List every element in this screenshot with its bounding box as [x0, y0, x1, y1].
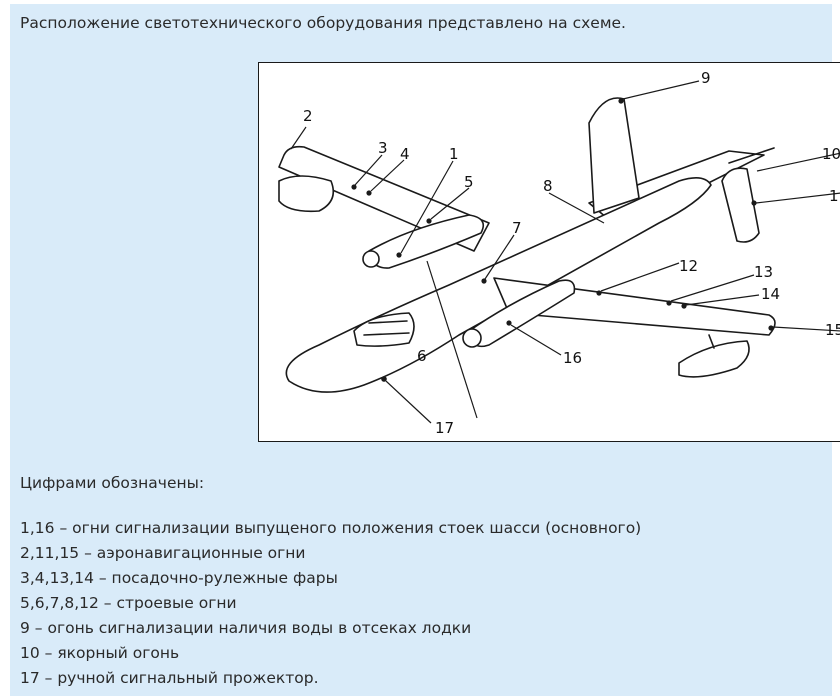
leader-10: [756, 152, 840, 172]
callout-16: 16: [563, 349, 582, 367]
legend-item: 2,11,15 – аэронавигационные огни: [20, 544, 306, 562]
light-4: [366, 190, 372, 196]
left-float: [278, 175, 335, 213]
leader-4: [370, 159, 405, 192]
callout-12: 12: [679, 257, 698, 275]
legend-item: 10 – якорный огонь: [20, 644, 180, 662]
legend-item: 1,16 – огни сигнализации выпущеного поло…: [20, 519, 642, 537]
antenna: [728, 147, 775, 164]
leader-3: [354, 154, 383, 186]
cockpit-frame: [368, 320, 408, 324]
callout-14: 14: [761, 285, 780, 303]
right-engine-nacelle: [468, 279, 576, 348]
light-17: [381, 376, 387, 382]
callout-3: 3: [378, 139, 388, 157]
light-15: [768, 325, 774, 331]
leader-1: [400, 160, 454, 254]
legend-item: 9 – огонь сигнализации наличия воды в от…: [20, 619, 472, 637]
intro-text: Расположение светотехнического оборудова…: [20, 14, 626, 32]
legend-item: 5,6,7,8,12 – строевые огни: [20, 594, 237, 612]
light-11: [751, 200, 757, 206]
callout-10: 10: [822, 145, 840, 163]
leader-11: [755, 192, 840, 204]
callout-6: 6: [417, 347, 427, 365]
callout-7: 7: [512, 219, 522, 237]
callout-1: 1: [449, 145, 459, 163]
right-float-strut: [708, 334, 715, 349]
callout-11: 11: [829, 187, 840, 205]
callout-5: 5: [464, 173, 474, 191]
aircraft-lighting-diagram: 9 2 1 3 4 5 8 10 11 7 12 13 14 15 6 16 1…: [258, 62, 840, 442]
aircraft-drawing: 9 2 1 3 4 5 8 10 11 7 12 13 14 15 6 16 1…: [278, 69, 840, 437]
cockpit-frame: [363, 332, 410, 336]
leader-16: [510, 324, 562, 356]
callout-15: 15: [825, 321, 840, 339]
leader-9: [622, 80, 700, 100]
right-float: [678, 340, 750, 378]
callout-13: 13: [754, 263, 773, 281]
light-3: [351, 184, 357, 190]
left-engine-intake: [362, 250, 380, 268]
legend-item: 3,4,13,14 – посадочно-рулежные фары: [20, 569, 338, 587]
callout-4: 4: [400, 145, 410, 163]
right-fin: [721, 167, 760, 243]
legend-title: Цифрами обозначены:: [20, 474, 205, 492]
light-9: [618, 98, 624, 104]
leader-13: [670, 274, 755, 302]
left-fin: [588, 97, 640, 214]
legend-item: 17 – ручной сигнальный прожектор.: [20, 669, 319, 687]
light-13: [666, 300, 672, 306]
legend-list: 1,16 – огни сигнализации выпущеного поло…: [20, 516, 641, 691]
light-12: [596, 290, 602, 296]
leader-17: [385, 380, 432, 424]
light-7: [481, 278, 487, 284]
leader-12: [600, 262, 680, 292]
light-5: [426, 218, 432, 224]
right-engine-intake: [462, 328, 482, 348]
callout-8: 8: [543, 177, 553, 195]
light-16: [506, 320, 512, 326]
callout-2: 2: [303, 107, 313, 125]
leader-14: [685, 294, 760, 306]
callout-9: 9: [701, 69, 711, 87]
cockpit: [353, 312, 415, 347]
leader-15: [772, 326, 840, 332]
callout-17: 17: [435, 419, 454, 437]
leader-2: [290, 126, 307, 150]
light-1: [396, 252, 402, 258]
leader-7: [484, 234, 515, 280]
leader-8: [548, 192, 605, 224]
light-14: [681, 303, 687, 309]
leader-5: [430, 187, 470, 220]
leader-6: [426, 260, 478, 419]
